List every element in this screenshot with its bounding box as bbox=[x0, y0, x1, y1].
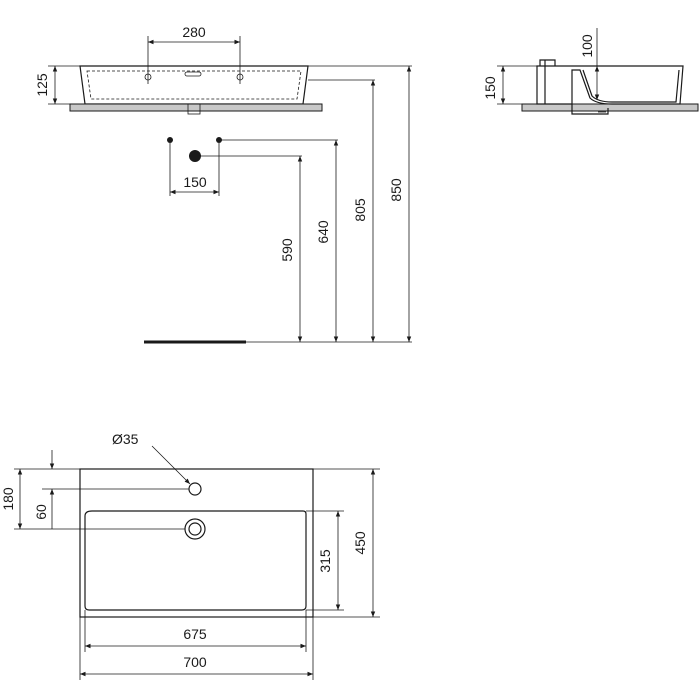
dim-805: 805 bbox=[352, 80, 376, 342]
dim-plan-180-label: 180 bbox=[0, 487, 16, 511]
dim-590-label: 590 bbox=[279, 238, 295, 262]
front-waste-outlet bbox=[187, 103, 201, 115]
dim-640-label: 640 bbox=[315, 220, 331, 244]
side-countertop bbox=[521, 103, 699, 112]
dim-plan-700-label: 700 bbox=[183, 654, 207, 670]
dim-plan-675-label: 675 bbox=[183, 626, 207, 642]
dim-tap-hole-diameter-label: Ø35 bbox=[112, 431, 139, 447]
dim-plan-315: 315 bbox=[306, 510, 344, 611]
dim-plan-675: 675 bbox=[84, 610, 307, 652]
dim-side-100: 100 bbox=[579, 28, 600, 100]
dim-280-label: 280 bbox=[182, 24, 206, 40]
dim-tap-hole-diameter: Ø35 bbox=[112, 431, 191, 485]
dim-side-150: 150 bbox=[482, 65, 537, 105]
side-basin-outline bbox=[536, 65, 684, 105]
dim-side-150-label: 150 bbox=[482, 76, 498, 100]
side-basin-bowl bbox=[582, 69, 680, 103]
plan-tap-hole bbox=[188, 482, 202, 496]
dim-plan-60-label: 60 bbox=[33, 504, 49, 520]
dim-590: 590 bbox=[279, 156, 303, 342]
dim-805-label: 805 bbox=[352, 198, 368, 222]
dim-plan-450-label: 450 bbox=[352, 531, 368, 555]
dim-125-label: 125 bbox=[34, 73, 50, 97]
dim-850: 850 bbox=[388, 66, 412, 342]
plan-bowl-outline bbox=[84, 510, 307, 611]
dim-850-label: 850 bbox=[388, 178, 404, 202]
dim-125: 125 bbox=[34, 65, 80, 105]
side-waste bbox=[571, 104, 609, 115]
dim-plan-60: 60 bbox=[33, 450, 189, 529]
front-basin-inner bbox=[86, 70, 302, 100]
side-view: 150 100 bbox=[482, 28, 699, 115]
front-countertop bbox=[69, 103, 323, 112]
dim-plan-180: 180 bbox=[0, 468, 185, 530]
waste-point-left bbox=[167, 137, 173, 143]
dim-plan-700: 700 bbox=[79, 617, 314, 680]
side-tap bbox=[539, 59, 556, 104]
dim-150: 150 bbox=[169, 143, 220, 196]
tap-hole-left bbox=[144, 70, 152, 84]
dim-plan-450: 450 bbox=[313, 468, 380, 618]
plan-view: Ø35 180 60 315 450 bbox=[0, 431, 380, 680]
plan-outer-outline bbox=[79, 468, 314, 618]
plan-waste-inner bbox=[188, 522, 202, 536]
dim-side-100-label: 100 bbox=[579, 34, 595, 58]
plan-waste-outer bbox=[184, 518, 206, 540]
front-view: 280 125 150 590 bbox=[34, 24, 412, 344]
dim-150-label: 150 bbox=[183, 174, 207, 190]
dim-640: 640 bbox=[315, 140, 339, 342]
dim-plan-315-label: 315 bbox=[317, 549, 333, 573]
tap-hole-right bbox=[236, 70, 244, 84]
overflow-slot bbox=[184, 71, 202, 77]
dim-280: 280 bbox=[147, 24, 241, 70]
